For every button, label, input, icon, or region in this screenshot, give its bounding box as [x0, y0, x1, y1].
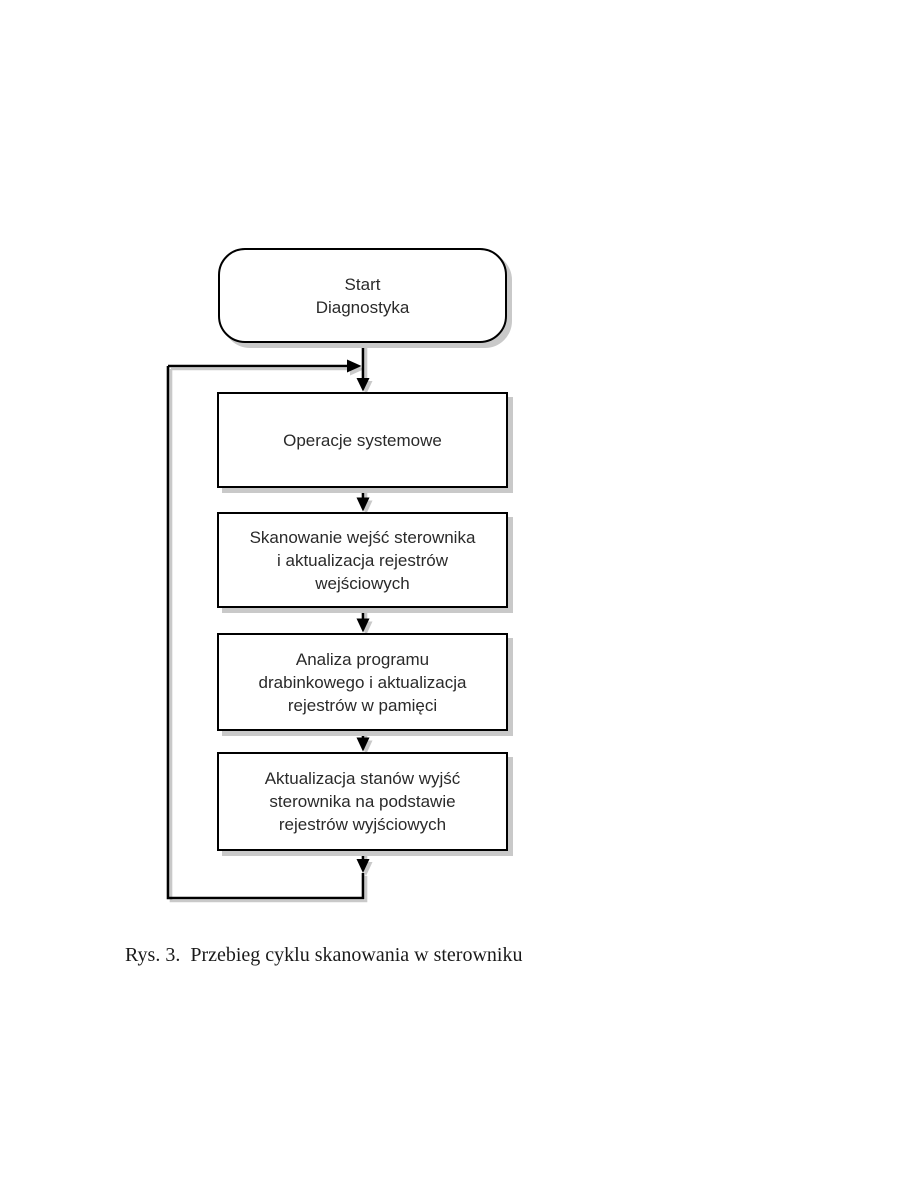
figure-caption: Rys. 3. Przebieg cyklu skanowania w ster… — [125, 944, 523, 966]
flow-node-label: Skanowanie wejść sterownika i aktualizac… — [249, 527, 476, 593]
flow-node-analiza-programu: Analiza programu drabinkowego i aktualiz… — [217, 633, 508, 731]
arrowhead-down-icon — [356, 737, 370, 752]
flow-node-label: Start Diagnostyka — [315, 274, 410, 317]
arrowhead-down-icon — [356, 497, 370, 512]
flow-node-operacje-systemowe: Operacje systemowe — [217, 392, 508, 488]
arrowhead-down-icon — [356, 378, 370, 392]
flow-node-skanowanie-wejsc: Skanowanie wejść sterownika i aktualizac… — [217, 512, 508, 608]
arrowhead-down-icon — [356, 618, 370, 633]
flow-node-aktualizacja-wyjsc: Aktualizacja stanów wyjść sterownika na … — [217, 752, 508, 851]
flow-node-label: Analiza programu drabinkowego i aktualiz… — [258, 649, 467, 715]
arrowhead-down-icon — [356, 859, 370, 873]
flow-node-start-diagnostyka: Start Diagnostyka — [218, 248, 507, 343]
arrowhead-right-icon — [347, 359, 362, 373]
flow-node-label: Aktualizacja stanów wyjść sterownika na … — [264, 769, 461, 834]
flow-node-label: Operacje systemowe — [283, 430, 442, 450]
